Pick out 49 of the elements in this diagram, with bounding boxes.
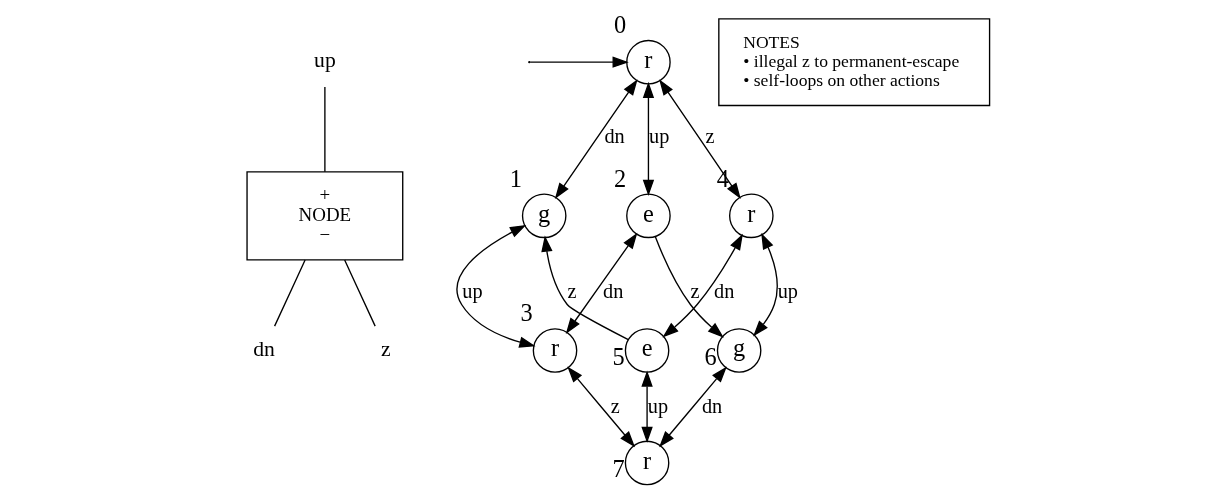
node-text: dn	[252, 336, 275, 361]
arrow	[658, 366, 727, 448]
edge-label: dn	[701, 394, 722, 417]
node-label: 3	[520, 299, 533, 327]
edge-label: z	[705, 125, 715, 148]
edge-label: up	[461, 279, 483, 302]
node-text: up	[313, 48, 336, 73]
connector	[273, 259, 306, 327]
node-label: 7	[612, 454, 625, 482]
edge-label: z	[610, 394, 620, 417]
node-text: z	[380, 336, 391, 361]
arrow	[554, 79, 638, 200]
edge-label: up	[777, 279, 798, 302]
node-circle: r	[625, 39, 671, 85]
arrow	[642, 81, 654, 196]
edge-label: z	[566, 279, 576, 302]
edge-label: dn	[713, 279, 734, 302]
node-box: + NODE −	[245, 171, 403, 261]
node-label: 0	[613, 10, 626, 38]
node-label: 6	[704, 342, 717, 370]
arrow	[640, 370, 653, 444]
node-circle: r	[728, 193, 774, 239]
node-label: 1	[509, 164, 522, 192]
node-label: 2	[613, 164, 626, 192]
arrow	[654, 236, 724, 338]
node-circle: g	[716, 328, 761, 373]
arrow	[566, 366, 635, 448]
connector	[323, 86, 326, 173]
node-circle: r	[624, 440, 669, 486]
edge-label: z	[690, 279, 700, 302]
edge-label: dn	[602, 279, 623, 302]
node-circle: r	[532, 328, 577, 373]
node-box: NOTES • illegal z to permanent-escape • self-loops on other actions	[717, 18, 990, 107]
arrow	[752, 232, 778, 337]
node-label: 5	[612, 342, 625, 370]
node-label: 4	[716, 164, 729, 192]
edge-label: dn	[603, 125, 625, 148]
arrow	[565, 232, 637, 334]
arrow	[540, 235, 629, 341]
arrow	[529, 56, 629, 68]
node-circle: e	[624, 328, 669, 373]
connector	[343, 259, 376, 327]
node-circle: e	[625, 193, 671, 239]
arrow	[455, 224, 536, 348]
arrow	[661, 233, 743, 338]
edge-label: up	[648, 125, 669, 148]
node-circle: g	[521, 193, 567, 239]
arrow	[658, 79, 741, 200]
edge-label: up	[647, 394, 668, 417]
